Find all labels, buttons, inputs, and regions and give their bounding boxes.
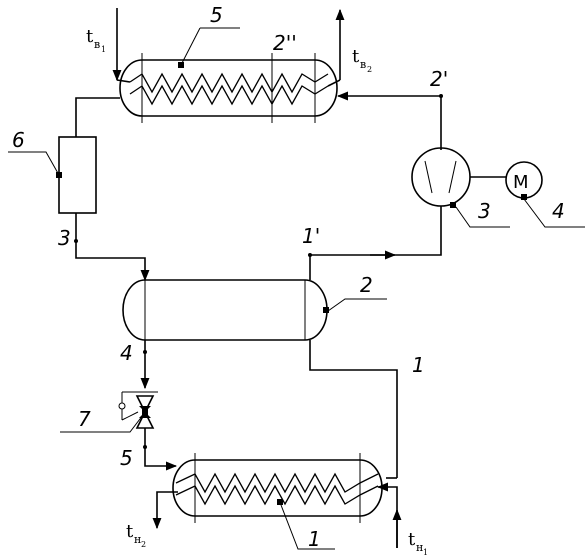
temp-in-bottom: t н 1	[408, 529, 428, 557]
label-receiver-6: 6	[12, 128, 25, 152]
water-out-bottom-line	[152, 491, 178, 530]
label-point-2d: 2'	[430, 67, 448, 91]
label-separator-2: 2	[360, 273, 373, 297]
label-point-4: 4	[120, 341, 133, 365]
svg-text:в: в	[360, 58, 366, 71]
motor-4	[505, 161, 585, 228]
svg-text:t: t	[126, 521, 134, 542]
svg-text:в: в	[94, 38, 100, 51]
temp-out-top: t в 2	[352, 46, 372, 74]
compressor-3	[411, 147, 510, 228]
separator-2	[122, 279, 387, 341]
label-compressor-3: 3	[478, 199, 491, 223]
svg-text:1: 1	[101, 45, 106, 54]
label-point-2dd: 2''	[273, 31, 297, 55]
svg-text:н: н	[134, 533, 141, 546]
svg-text:t: t	[352, 46, 360, 67]
expansion-valve-7	[60, 391, 158, 433]
condenser-5	[119, 27, 338, 123]
receiver-6	[8, 136, 97, 214]
label-motor-4: 4	[552, 199, 565, 223]
temp-out-bottom: t н 2	[126, 521, 146, 549]
motor-symbol: M	[513, 172, 529, 193]
label-point-1: 1	[412, 353, 425, 377]
label-valve-7: 7	[78, 407, 91, 431]
evaporator-1	[172, 453, 383, 550]
svg-text:1: 1	[423, 548, 428, 557]
label-point-3-left: 3	[58, 226, 71, 250]
svg-text:2: 2	[141, 540, 146, 549]
svg-text:2: 2	[367, 65, 372, 74]
temp-in-top: t в 1	[86, 26, 106, 54]
label-point-5: 5	[120, 446, 133, 470]
svg-text:н: н	[416, 541, 423, 554]
label-evaporator-1: 1	[308, 527, 321, 551]
svg-text:t: t	[408, 529, 416, 550]
label-point-1d: 1'	[302, 224, 320, 248]
svg-text:t: t	[86, 26, 94, 47]
label-condenser-5: 5	[210, 3, 223, 27]
